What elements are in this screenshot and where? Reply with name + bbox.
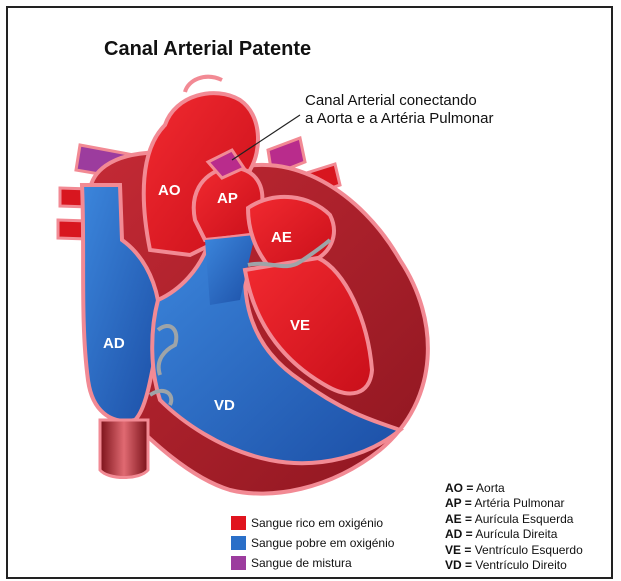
abbreviation-meaning: Ventrículo Direito [475, 558, 566, 572]
legend-swatch-mixed [231, 556, 246, 570]
abbreviation-meaning: Aurícula Direita [475, 527, 557, 541]
legend-swatch-oxygenated [231, 516, 246, 530]
abbreviation-row: VD = Ventrículo Direito [445, 558, 583, 573]
inferior-vena-cava [100, 420, 148, 478]
label-ve: VE [290, 317, 310, 334]
abbreviation-row: VE = Ventrículo Esquerdo [445, 543, 583, 558]
abbreviation-code: AP = [445, 496, 472, 510]
legend-label: Sangue pobre em oxigénio [251, 536, 394, 550]
legend-label: Sangue de mistura [251, 556, 352, 570]
legend-label: Sangue rico em oxigénio [251, 516, 383, 530]
legend-item: Sangue rico em oxigénio [231, 513, 394, 533]
abbreviation-row: AE = Aurícula Esquerda [445, 512, 583, 527]
legend-swatch-deoxygenated [231, 536, 246, 550]
abbreviation-row: AP = Artéria Pulmonar [445, 496, 583, 511]
abbreviation-row: AD = Aurícula Direita [445, 527, 583, 542]
label-vd: VD [214, 397, 235, 414]
abbreviation-code: VE = [445, 543, 471, 557]
abbreviation-row: AO = Aorta [445, 481, 583, 496]
abbreviation-key: AO = Aorta AP = Artéria Pulmonar AE = Au… [445, 481, 583, 573]
abbreviation-meaning: Aurícula Esquerda [475, 512, 574, 526]
abbreviation-code: AE = [445, 512, 472, 526]
label-ap: AP [217, 190, 238, 207]
abbreviation-code: VD = [445, 558, 472, 572]
abbreviation-code: AO = [445, 481, 473, 495]
color-legend: Sangue rico em oxigénio Sangue pobre em … [231, 513, 394, 573]
label-ae: AE [271, 229, 292, 246]
abbreviation-code: AD = [445, 527, 473, 541]
abbreviation-meaning: Aorta [476, 481, 505, 495]
legend-item: Sangue de mistura [231, 553, 394, 573]
abbreviation-meaning: Artéria Pulmonar [474, 496, 564, 510]
label-ad: AD [103, 335, 125, 352]
legend-item: Sangue pobre em oxigénio [231, 533, 394, 553]
label-ao: AO [158, 182, 181, 199]
abbreviation-meaning: Ventrículo Esquerdo [475, 543, 583, 557]
